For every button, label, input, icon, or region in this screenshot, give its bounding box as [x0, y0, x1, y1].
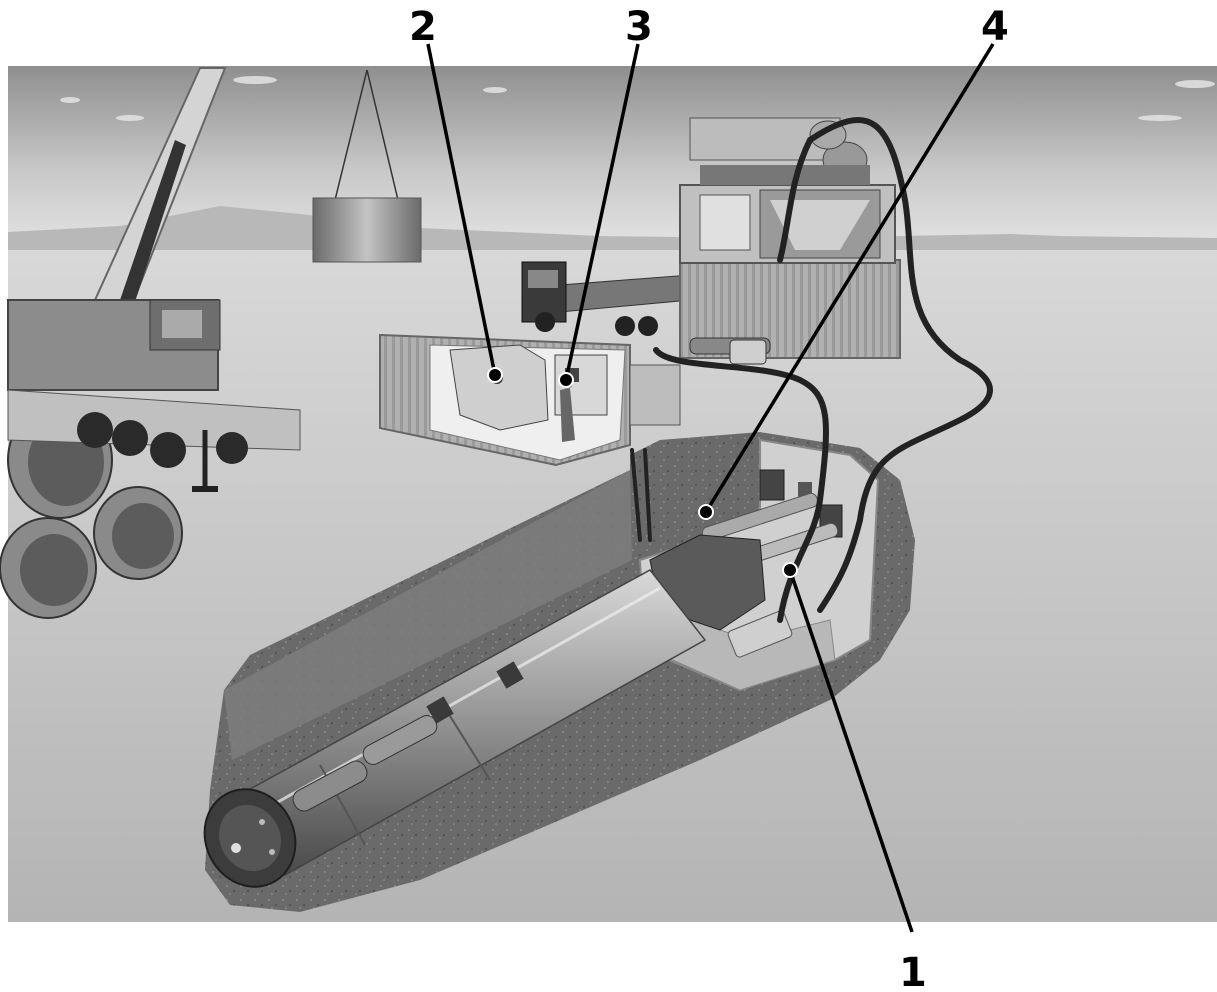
tunnel-pipe [228, 569, 707, 876]
clouds [60, 76, 1215, 121]
leader-lines [426, 43, 995, 933]
leader-line-1 [788, 569, 914, 933]
leader-dots [487, 367, 798, 578]
separation-plant [679, 117, 901, 359]
callout-number-3: 3 [625, 4, 653, 50]
callout-dot-3 [558, 372, 574, 388]
callout-number-1: 1 [899, 950, 927, 992]
distant-hills [8, 206, 1217, 260]
suspended-pipe [312, 69, 422, 263]
trench-wall [224, 470, 632, 760]
callout-dot-2 [487, 367, 503, 383]
callout-dot-1 [782, 562, 798, 578]
tbm-motor [292, 715, 438, 812]
leader-line-4 [704, 43, 995, 513]
mobile-crane [7, 67, 301, 492]
callout-number-2: 2 [409, 4, 437, 50]
tbm-cutter-head [203, 788, 297, 888]
callout-labels: 2 3 4 1 [409, 4, 1009, 992]
slurry-hoses [630, 117, 993, 623]
leader-line-3 [564, 43, 640, 381]
slurry-pump [689, 337, 771, 365]
leader-line-2 [426, 43, 497, 376]
callout-number-4: 4 [981, 4, 1009, 50]
truck [521, 261, 691, 336]
callout-dot-4 [698, 504, 714, 520]
